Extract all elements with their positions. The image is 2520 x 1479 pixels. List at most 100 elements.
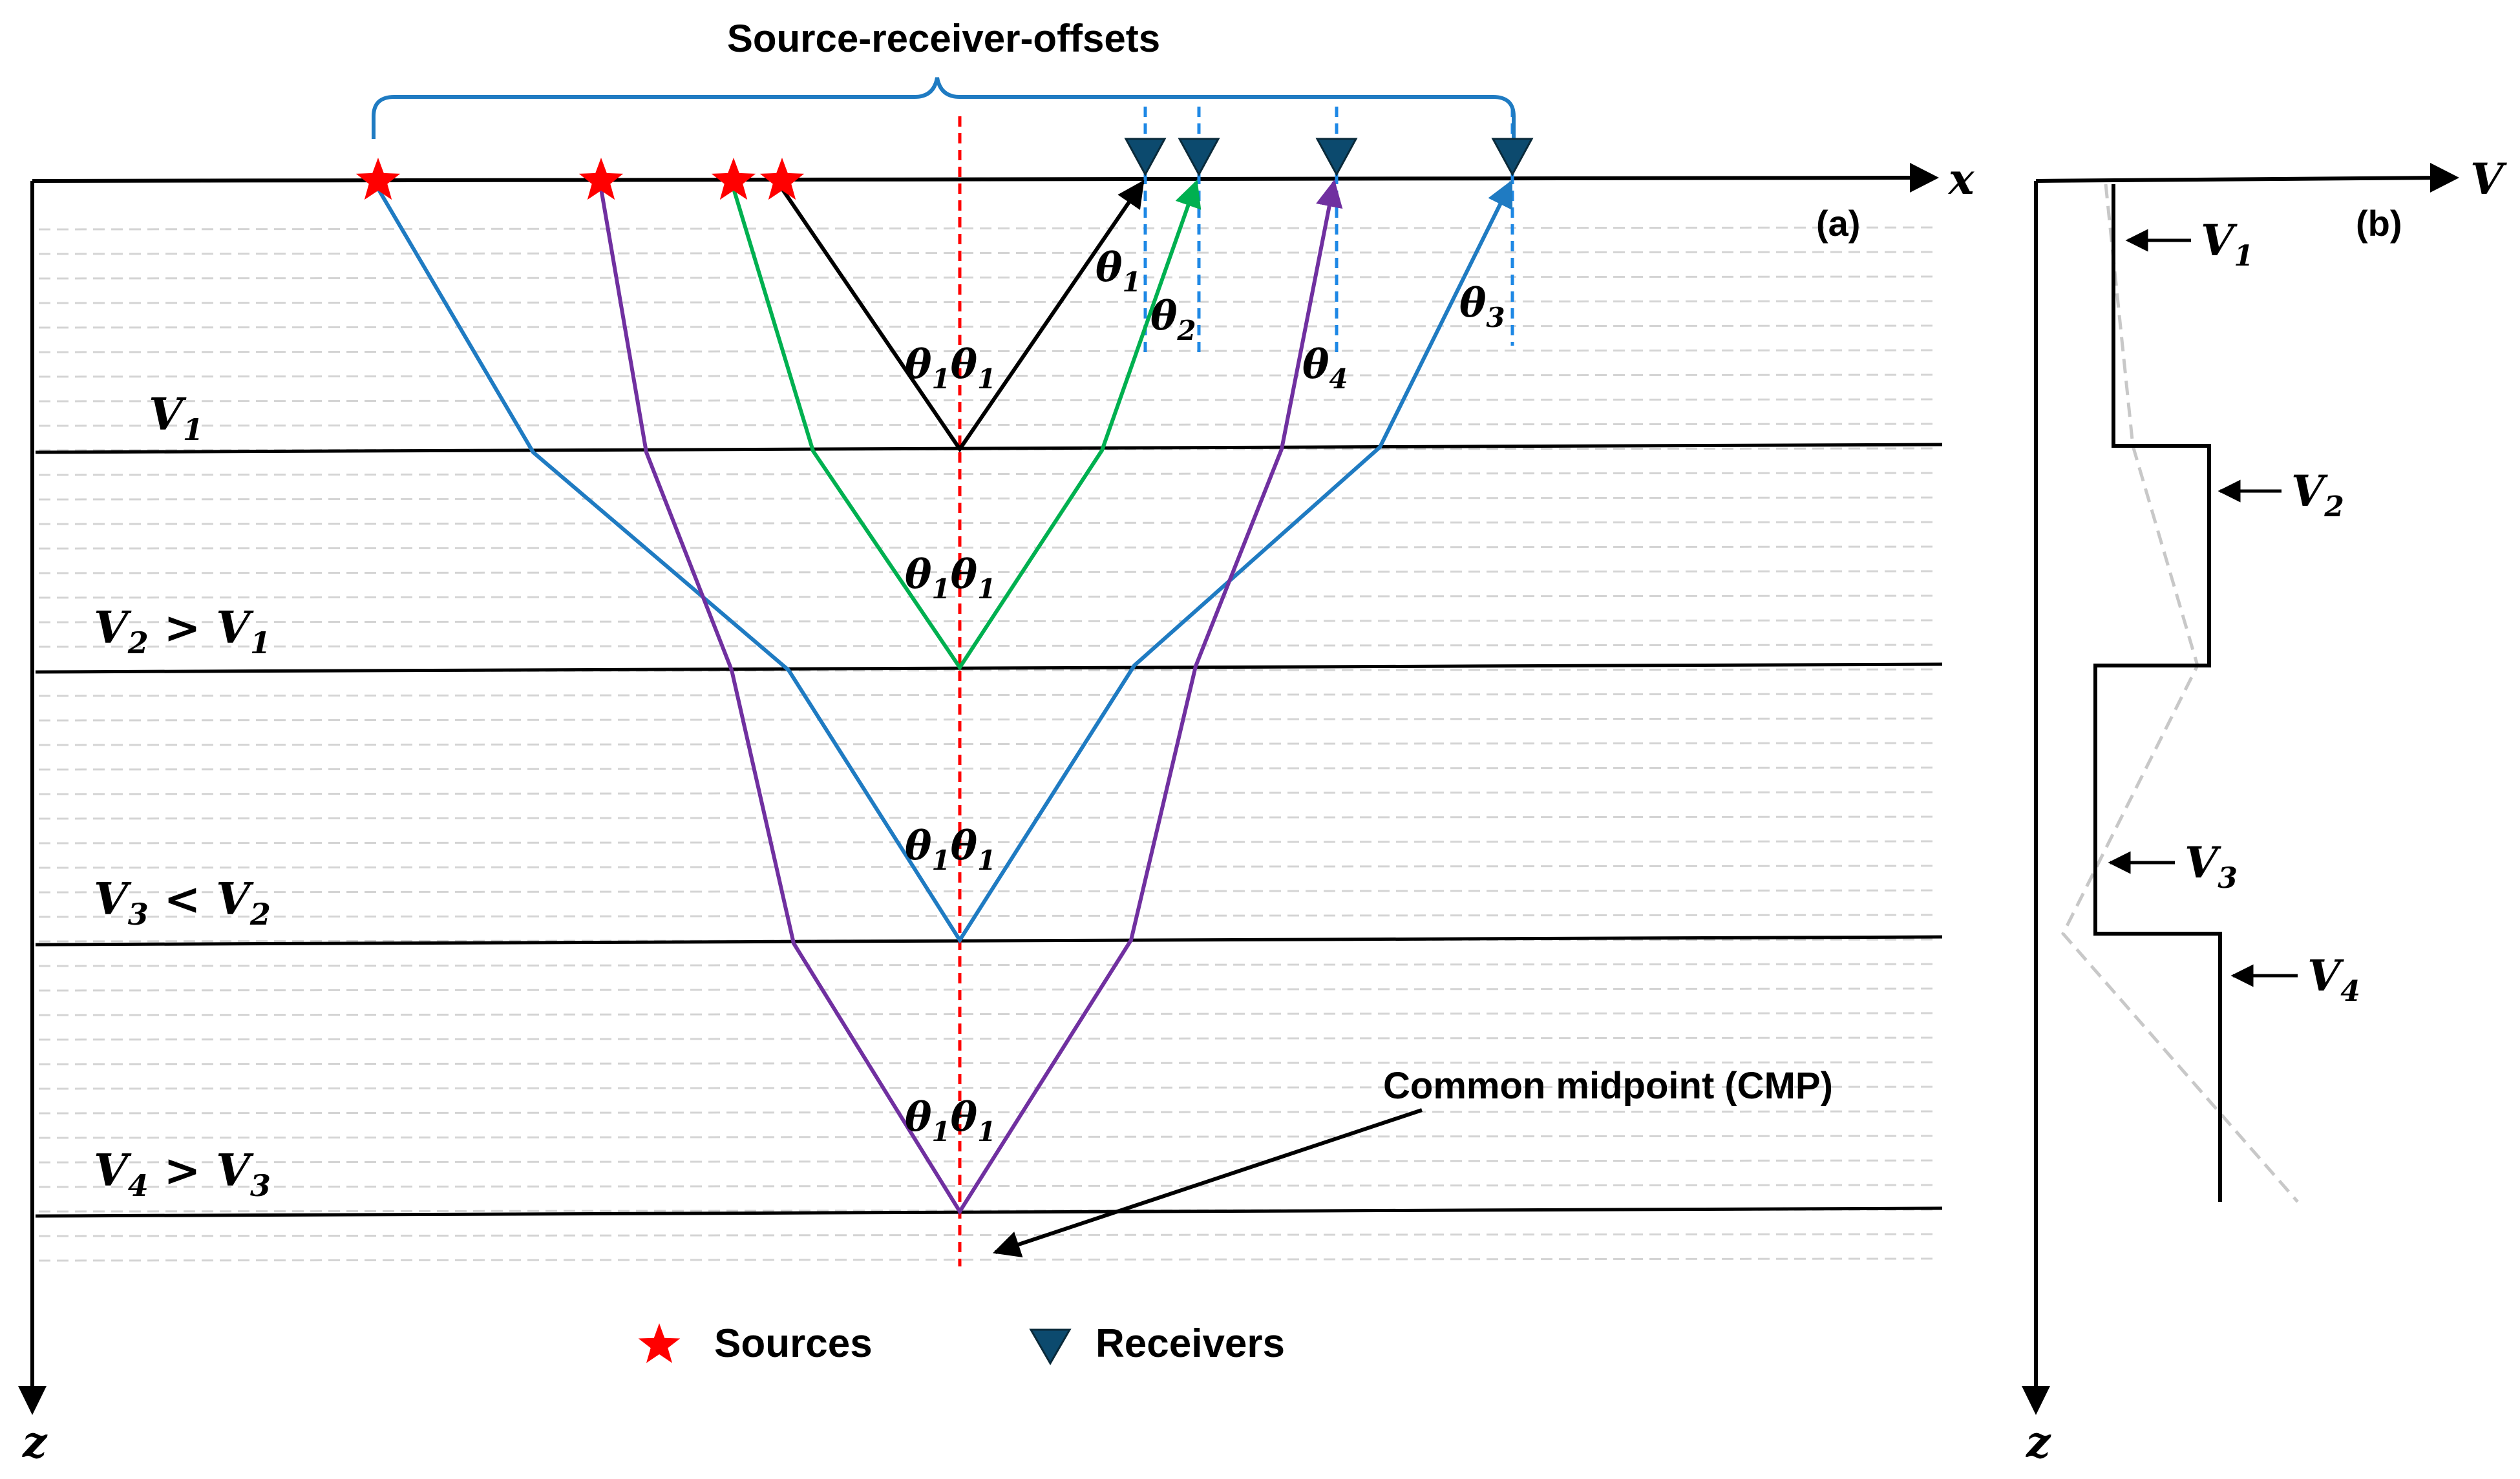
layer-label-2: V2 > V1 xyxy=(94,602,271,660)
ray-paths xyxy=(376,179,1513,1215)
legend-receivers-label: Receivers xyxy=(1096,1321,1285,1366)
grid-line xyxy=(38,251,1940,255)
x-axis-label-a: x xyxy=(1947,154,1975,204)
offset-brace xyxy=(372,77,1516,139)
panel-a-label: (a) xyxy=(1816,203,1860,244)
source-star-3 xyxy=(711,158,756,200)
grid-line xyxy=(38,1086,1940,1090)
v2-label: V2 xyxy=(2291,466,2344,523)
layer-boundary-2 xyxy=(35,662,1943,674)
grid-line xyxy=(38,742,1940,746)
grid-line xyxy=(38,865,1940,869)
grid-line xyxy=(38,987,1940,992)
v3-label: V3 xyxy=(2185,837,2238,895)
layer-label-4: V4 > V3 xyxy=(94,1145,271,1203)
grid-line xyxy=(38,914,1940,918)
grid-line xyxy=(38,1135,1940,1139)
grid-line xyxy=(38,963,1940,967)
z-axis-label-b: z xyxy=(2026,1417,2051,1467)
receiver-triangle-2 xyxy=(1178,138,1220,177)
grid-line xyxy=(38,1233,1940,1237)
receivers-group xyxy=(1124,138,1534,177)
grid-line xyxy=(38,472,1940,476)
panel-b: V z (b) V1 V2 V3 V4 xyxy=(2022,154,2507,1467)
grid-line xyxy=(38,840,1940,844)
ray-green xyxy=(732,180,1202,671)
theta-pair-4: θ1θ1 xyxy=(905,1093,996,1148)
grid-line xyxy=(38,1184,1940,1188)
velocity-trend-dashed xyxy=(2061,184,2299,1203)
layer-label-3: V3 < V2 xyxy=(94,874,271,932)
grid-line xyxy=(38,324,1940,329)
grid-line xyxy=(38,1036,1940,1041)
grid-line xyxy=(38,570,1940,574)
theta-pair-1: θ1θ1 xyxy=(905,341,996,395)
layer-boundary-3 xyxy=(35,935,1943,947)
grid-line xyxy=(38,545,1940,550)
v-axis-label-b: V xyxy=(2470,154,2507,204)
grid-line xyxy=(38,1159,1940,1164)
theta2-label: θ2 xyxy=(1150,292,1196,346)
v4-label: V4 xyxy=(2307,950,2360,1008)
grid-line xyxy=(38,398,1940,403)
layer-label-1: V1 xyxy=(149,389,204,447)
layer-boundaries xyxy=(35,443,1943,1218)
grid-line xyxy=(38,644,1940,648)
theta-pair-3: θ1θ1 xyxy=(905,822,996,876)
x-axis-arrowhead-a xyxy=(1910,163,1939,193)
grid-line xyxy=(38,373,1940,378)
receiver-triangle-3 xyxy=(1315,138,1358,177)
cmp-label: Common midpoint (CMP) xyxy=(1383,1065,1833,1107)
background-dashed-grid xyxy=(38,226,1940,1262)
grid-line xyxy=(38,594,1940,599)
z-axis-arrowhead-b xyxy=(2022,1386,2050,1415)
page-title: Source-receiver-offsets xyxy=(727,17,1160,60)
grid-line xyxy=(38,226,1940,231)
receiver-triangle-4 xyxy=(1491,138,1534,177)
grid-line xyxy=(38,300,1940,304)
velocity-step-profile xyxy=(2093,184,2222,1202)
legend-sources-label: Sources xyxy=(714,1321,873,1366)
layer-boundary-1 xyxy=(35,443,1943,454)
grid-line xyxy=(38,693,1940,697)
grid-line xyxy=(38,791,1940,795)
grid-line xyxy=(38,1061,1940,1065)
legend-receiver-icon xyxy=(1029,1328,1072,1366)
ray-black xyxy=(780,180,1145,453)
grid-line xyxy=(38,717,1940,722)
grid-line xyxy=(38,1110,1940,1115)
source-star-1 xyxy=(355,158,401,200)
legend: Sources Receivers xyxy=(638,1321,1285,1366)
grid-line xyxy=(38,1012,1940,1016)
receiver-triangle-1 xyxy=(1124,138,1167,177)
grid-line xyxy=(38,349,1940,353)
x-axis-a xyxy=(32,176,1930,183)
grid-line xyxy=(38,1257,1940,1262)
grid-line xyxy=(38,423,1940,427)
theta-receiver-labels: θ1 θ2 θ4 θ3 xyxy=(1096,244,1505,395)
panel-b-label: (b) xyxy=(2356,203,2402,244)
theta4-label: θ4 xyxy=(1302,341,1348,395)
theta-pair-labels: θ1θ1 θ1θ1 θ1θ1 θ1θ1 xyxy=(905,341,996,1148)
grid-line xyxy=(38,496,1940,501)
v-axis-arrowhead-b xyxy=(2430,163,2459,193)
legend-source-icon xyxy=(638,1323,681,1363)
theta1-label: θ1 xyxy=(1096,244,1141,298)
grid-line xyxy=(38,521,1940,525)
z-axis-label-a: z xyxy=(22,1417,48,1467)
z-axis-arrowhead-a xyxy=(18,1386,47,1415)
theta-pair-2: θ1θ1 xyxy=(905,551,996,605)
source-star-2 xyxy=(578,158,624,200)
layer-boundary-4 xyxy=(35,1206,1943,1218)
theta3-label: θ3 xyxy=(1459,279,1505,333)
grid-line xyxy=(38,766,1940,771)
source-star-4 xyxy=(759,158,805,200)
grid-line xyxy=(38,275,1940,280)
sources-group xyxy=(355,158,805,200)
layer-labels: V1 V2 > V1 V3 < V2 V4 > V3 xyxy=(94,389,271,1203)
ray-blue xyxy=(376,180,1513,944)
axes-a xyxy=(18,163,1939,1415)
grid-line xyxy=(38,815,1940,820)
